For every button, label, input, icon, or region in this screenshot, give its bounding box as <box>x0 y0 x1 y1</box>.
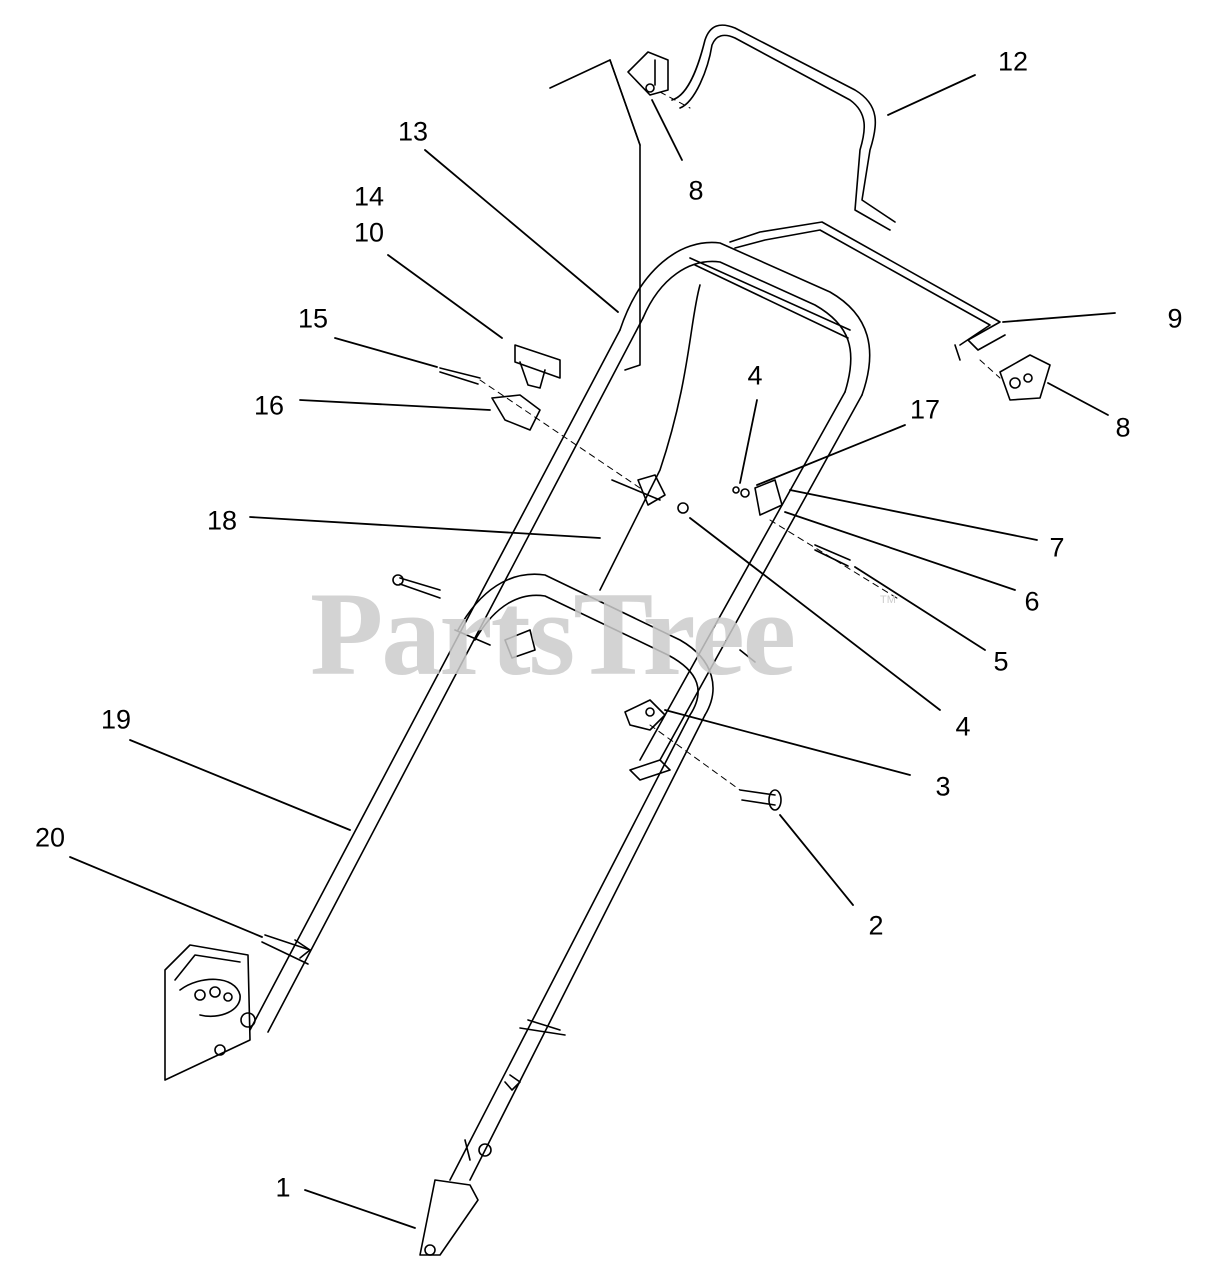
callout-label: 5 <box>993 646 1009 677</box>
callout-label: 19 <box>100 704 132 735</box>
assembly-center-lines <box>479 91 1001 791</box>
callout-label: 3 <box>935 771 951 802</box>
callout-label: 6 <box>1024 586 1040 617</box>
top-grip-bar <box>627 24 896 231</box>
callout-label: 4 <box>955 711 971 742</box>
watermark-text: PartsTree <box>310 567 796 700</box>
callout-label: 8 <box>1115 412 1131 443</box>
leader-line <box>387 254 503 339</box>
leader-line <box>784 511 1016 591</box>
leader-line <box>299 399 491 411</box>
lower-handle-tube <box>294 573 714 1181</box>
leader-line <box>1002 312 1116 323</box>
callout-label: 2 <box>868 910 884 941</box>
leader-line <box>1047 382 1109 416</box>
lower-left-bracket <box>164 934 311 1081</box>
callout-label: 16 <box>253 390 285 421</box>
callout-label: 13 <box>397 116 429 147</box>
leader-line <box>664 709 911 776</box>
leader-line <box>779 814 854 906</box>
small-parts <box>392 284 851 811</box>
lower-foot <box>419 1139 492 1256</box>
leader-line <box>129 739 351 831</box>
callout-label: 18 <box>206 505 238 536</box>
watermark-trademark: TM <box>880 594 896 606</box>
leader-line <box>887 74 976 116</box>
leader-line <box>789 489 1038 541</box>
leader-line <box>249 516 601 539</box>
leader-line <box>424 149 619 313</box>
leader-line <box>739 399 758 484</box>
callout-label: 10 <box>353 217 385 248</box>
callout-label: 15 <box>297 303 329 334</box>
callout-label: 20 <box>34 822 66 853</box>
leader-line <box>854 566 986 651</box>
bail-bar <box>729 221 1051 401</box>
callout-label: 14 <box>353 181 385 212</box>
callout-label: 1 <box>275 1172 291 1203</box>
callout-leaders <box>69 74 1116 1229</box>
leader-line <box>651 99 683 161</box>
leader-line <box>689 517 941 711</box>
callout-label: 8 <box>688 175 704 206</box>
leader-line <box>304 1189 416 1229</box>
callout-label: 7 <box>1049 532 1065 563</box>
callout-label: 4 <box>747 360 763 391</box>
callout-label: 17 <box>909 394 941 425</box>
callout-label: 12 <box>997 46 1029 77</box>
leader-line <box>756 424 906 486</box>
callout-label: 9 <box>1167 303 1183 334</box>
leader-line <box>69 856 263 938</box>
vertical-plate <box>549 59 641 371</box>
leader-line <box>334 337 438 368</box>
